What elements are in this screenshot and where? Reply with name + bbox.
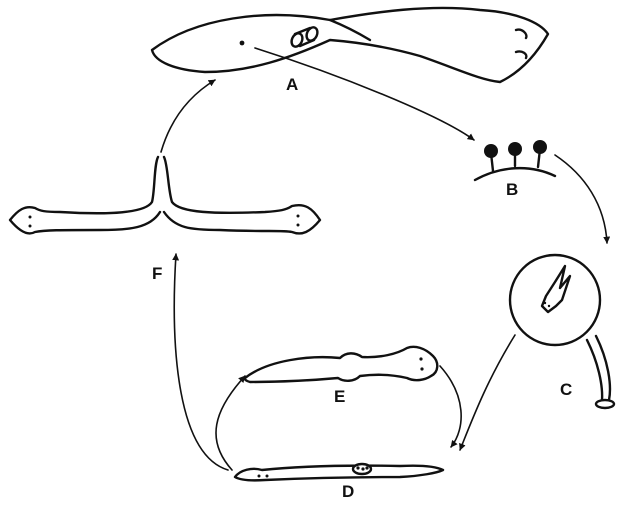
label-f: F — [152, 264, 162, 283]
arrow-d-to-e — [216, 376, 245, 470]
stage-f-fused-pair — [10, 157, 320, 234]
arrow-c-to-d — [460, 335, 515, 450]
stage-e-worm — [245, 347, 438, 382]
arrow-f-to-a — [161, 80, 215, 152]
label-c: C — [560, 380, 572, 399]
arrow-e-to-d — [440, 366, 461, 447]
stage-a-eye-dot — [240, 41, 245, 46]
label-b: B — [506, 180, 518, 199]
label-e: E — [334, 387, 345, 406]
stage-a-cut-segment — [290, 26, 320, 49]
stage-a-head-mark-top — [516, 30, 526, 38]
arrow-d-to-f — [174, 254, 228, 470]
stage-b-stalked-bodies — [475, 140, 555, 180]
stage-a-head-mark-bottom — [516, 51, 526, 58]
label-d: D — [342, 482, 354, 501]
stage-a-worm — [152, 8, 548, 82]
label-a: A — [286, 75, 298, 94]
arrow-b-to-c — [555, 155, 607, 243]
arrow-a-to-b — [255, 48, 474, 140]
stage-d-worm — [235, 464, 443, 480]
